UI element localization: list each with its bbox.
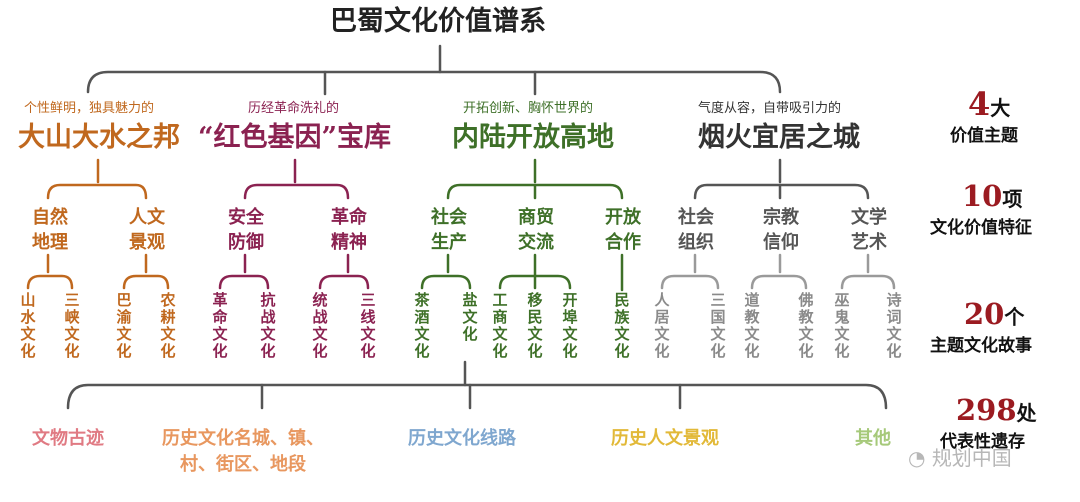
heritage-category: 其他 (855, 428, 891, 449)
top-bracket (86, 44, 782, 96)
heritage-category-line2: 村、街区、地段 (180, 454, 306, 475)
story-label: 开埠文化 (562, 291, 578, 360)
stat-number: 298 (956, 393, 1017, 427)
heritage-category-line1: 历史文化名城、镇、 (162, 428, 324, 449)
story-label: 道教文化 (744, 291, 760, 360)
stat-text: 代表性遗存 (940, 432, 1025, 452)
story-label: 山水文化 (20, 291, 36, 360)
feature-label: 自然地理 (32, 207, 68, 253)
mountain-connectors (26, 158, 170, 290)
story-label: 人居文化 (654, 291, 670, 360)
story-label: 诗词文化 (886, 291, 902, 360)
value-name: 大山大水之邦 (18, 122, 180, 153)
story-label: 佛教文化 (798, 291, 814, 360)
stat-number: 10 (962, 179, 1003, 213)
stat-unit: 个 (1004, 305, 1025, 329)
value-name: 烟火宜居之城 (698, 122, 860, 153)
city-connectors (693, 158, 870, 200)
stat-headline: 298处 (956, 396, 1037, 425)
story-label: 抗战文化 (260, 291, 276, 360)
heritage-category: 文物古迹 (32, 428, 104, 449)
feature-label: 文学艺术 (851, 207, 887, 253)
stat-unit: 项 (1002, 187, 1023, 211)
stat-number: 20 (964, 297, 1005, 331)
watermark: ◔ 规划中国 (908, 442, 1012, 471)
feature-label: 安全防御 (228, 207, 264, 253)
story-label: 巫鬼文化 (834, 291, 850, 360)
story-label: 统战文化 (312, 291, 328, 360)
stat-text: 价值主题 (950, 126, 1018, 146)
stat-headline: 4大 (968, 88, 1010, 120)
story-label: 盐文化 (462, 291, 478, 343)
value-subtitle: 历经革命洗礼的 (248, 101, 340, 116)
heritage-category: 历史文化名城、镇、 村、街区、地段 (162, 426, 324, 478)
value-name: 内陆开放高地 (452, 122, 614, 153)
stat-number: 4 (968, 85, 991, 123)
story-label: 革命文化 (212, 291, 228, 360)
bottom-bracket (66, 360, 888, 410)
feature-label: 开放合作 (605, 207, 641, 253)
story-label: 农耕文化 (160, 291, 176, 360)
feature-label: 人文景观 (129, 207, 165, 253)
page-title: 巴蜀文化价值谱系 (330, 6, 546, 37)
value-name: “红色基因”宝库 (198, 122, 392, 153)
feature-label: 社会生产 (431, 207, 467, 253)
stat-headline: 10项 (962, 182, 1022, 211)
stat-text: 主题文化故事 (930, 336, 1032, 356)
story-label: 移民文化 (527, 291, 543, 360)
story-label: 三线文化 (360, 291, 376, 360)
feature-label: 革命精神 (331, 207, 367, 253)
wechat-icon: ◔ (908, 446, 926, 470)
watermark-text: 规划中国 (931, 446, 1012, 470)
red-connectors (218, 158, 370, 290)
feature-label: 宗教信仰 (763, 207, 799, 253)
story-label: 巴渝文化 (116, 291, 132, 360)
heritage-category: 历史文化线路 (408, 428, 516, 449)
value-subtitle: 气度从容，自带吸引力的 (698, 101, 842, 116)
story-label: 茶酒文化 (414, 291, 430, 360)
stat-unit: 大 (990, 96, 1011, 120)
feature-label: 社会组织 (678, 207, 714, 253)
value-subtitle: 个性鲜明，独具魅力的 (24, 101, 155, 116)
story-label: 三国文化 (710, 291, 726, 360)
stat-text: 文化价值特征 (930, 218, 1032, 238)
value-subtitle: 开拓创新、胸怀世界的 (463, 101, 594, 116)
feature-label: 商贸交流 (518, 207, 554, 253)
open-connectors (420, 158, 624, 292)
stat-unit: 处 (1016, 401, 1037, 425)
story-label: 民族文化 (614, 291, 630, 360)
city-story-connectors (660, 253, 896, 290)
story-label: 三峡文化 (64, 291, 80, 360)
heritage-category: 历史人文景观 (611, 428, 719, 449)
stat-headline: 20个 (964, 300, 1024, 329)
story-label: 工商文化 (492, 291, 508, 360)
